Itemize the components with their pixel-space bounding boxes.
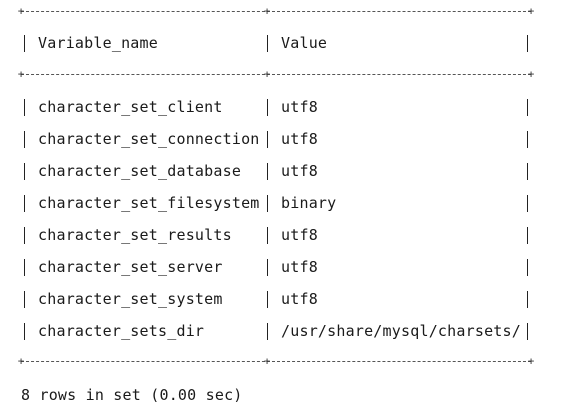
- column-separator: [267, 131, 268, 148]
- column-separator: [267, 99, 268, 116]
- border-corner: +: [263, 4, 271, 18]
- column-separator: [24, 195, 25, 212]
- border-corner: +: [17, 4, 25, 18]
- column-separator: [267, 291, 268, 308]
- value-cell: /usr/share/mysql/charsets/: [281, 322, 521, 340]
- column-separator: [527, 195, 528, 212]
- column-separator: [527, 259, 528, 276]
- column-header-value: Value: [281, 34, 328, 52]
- column-separator: [24, 291, 25, 308]
- table-border-header: [21, 74, 531, 76]
- border-corner: +: [527, 354, 535, 368]
- value-cell: utf8: [281, 98, 318, 116]
- border-corner: +: [263, 354, 271, 368]
- column-separator: [267, 323, 268, 340]
- value-cell: utf8: [281, 258, 318, 276]
- column-separator: [24, 99, 25, 116]
- column-separator: [527, 163, 528, 180]
- border-corner: +: [17, 67, 25, 81]
- column-separator: [24, 163, 25, 180]
- column-separator: [24, 323, 25, 340]
- column-separator: [24, 259, 25, 276]
- column-separator: [527, 227, 528, 244]
- column-separator: [267, 163, 268, 180]
- table-border-bottom: [21, 361, 531, 363]
- column-separator: [267, 35, 268, 52]
- variable-name-cell: character_set_client: [38, 98, 223, 116]
- column-header-variable-name: Variable_name: [38, 34, 158, 52]
- variable-name-cell: character_set_system: [38, 290, 223, 308]
- query-summary: 8 rows in set (0.00 sec): [21, 386, 243, 404]
- column-separator: [527, 323, 528, 340]
- border-corner: +: [263, 67, 271, 81]
- column-separator: [267, 259, 268, 276]
- variable-name-cell: character_set_server: [38, 258, 223, 276]
- column-separator: [527, 291, 528, 308]
- variable-name-cell: character_set_connection: [38, 130, 260, 148]
- column-separator: [527, 35, 528, 52]
- column-separator: [527, 131, 528, 148]
- value-cell: utf8: [281, 130, 318, 148]
- variable-name-cell: character_set_results: [38, 226, 232, 244]
- value-cell: utf8: [281, 226, 318, 244]
- border-corner: +: [17, 354, 25, 368]
- border-corner: +: [527, 67, 535, 81]
- variable-name-cell: character_set_database: [38, 162, 242, 180]
- variable-name-cell: character_sets_dir: [38, 322, 205, 340]
- column-separator: [24, 131, 25, 148]
- variable-name-cell: character_set_filesystem: [38, 194, 260, 212]
- value-cell: binary: [281, 194, 337, 212]
- value-cell: utf8: [281, 290, 318, 308]
- column-separator: [24, 227, 25, 244]
- border-corner: +: [527, 4, 535, 18]
- column-separator: [527, 99, 528, 116]
- column-separator: [267, 227, 268, 244]
- column-separator: [267, 195, 268, 212]
- column-separator: [24, 35, 25, 52]
- table-border-top: [21, 11, 531, 13]
- value-cell: utf8: [281, 162, 318, 180]
